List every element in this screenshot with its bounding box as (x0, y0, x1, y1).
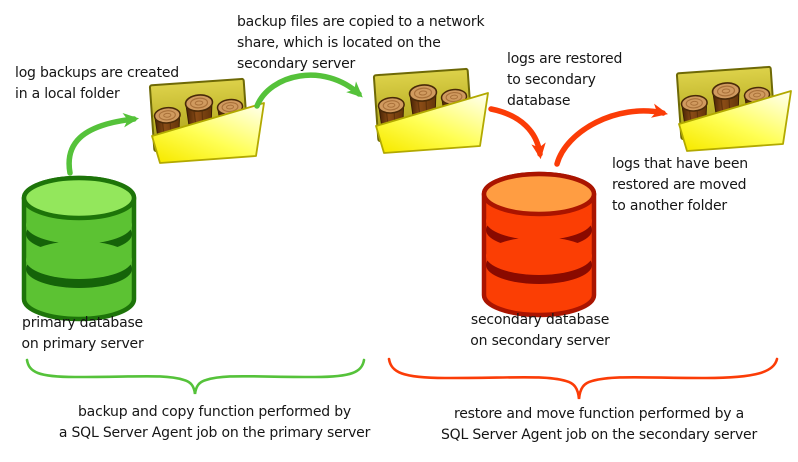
brace-secondary-agent-job (387, 357, 779, 400)
primary-database-icon (24, 178, 134, 319)
primary-database-label: primary database on primary server (21, 315, 144, 352)
secondary-database-icon (484, 174, 594, 315)
brace-primary-agent-job (25, 358, 366, 395)
network-share-folder-icon (374, 69, 488, 153)
annotation-logs-moved: logs that have been restored are moved t… (612, 156, 748, 214)
arrow-move-to-another-folder (554, 103, 668, 167)
secondary-database-label: secondary database on secondary server (470, 312, 610, 349)
arrow-backup-to-local-folder (66, 112, 140, 176)
secondary-agent-job-label: restore and move function performed by a… (440, 406, 758, 443)
annotation-copy-network-share: backup files are copied to a network sha… (237, 14, 485, 72)
arrow-restore-to-secondary-db (488, 106, 546, 160)
primary-agent-job-label: backup and copy function performed by a … (58, 404, 371, 441)
annotation-logs-restored: logs are restored to secondary database (507, 51, 623, 109)
annotation-log-backups: log backups are created in a local folde… (15, 65, 179, 102)
archive-folder-icon (677, 67, 791, 151)
arrow-copy-to-network-share (254, 72, 363, 109)
